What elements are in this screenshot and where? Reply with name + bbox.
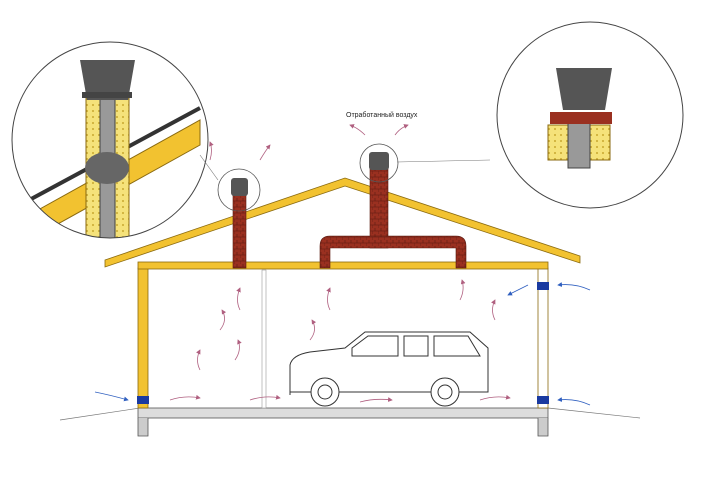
intake-arrows (94, 282, 591, 406)
detail-callout-left (11, 41, 219, 239)
airflow-arrows (169, 124, 511, 403)
exhaust-air-label: Отработанный воздух (346, 112, 418, 119)
vent-grille-right-low (537, 396, 549, 404)
fan-cap-center (369, 152, 389, 170)
detail-callout-right (496, 21, 684, 209)
vent-grille-right-high (537, 282, 549, 290)
exhaust-ducts (217, 143, 491, 269)
roof (104, 177, 581, 270)
detail-marker-left (217, 168, 261, 212)
detail-marker-center (359, 143, 399, 183)
car (289, 331, 489, 407)
foundation (59, 407, 641, 437)
fan-cap-left (231, 178, 248, 196)
vent-grille-left-low (137, 396, 149, 404)
